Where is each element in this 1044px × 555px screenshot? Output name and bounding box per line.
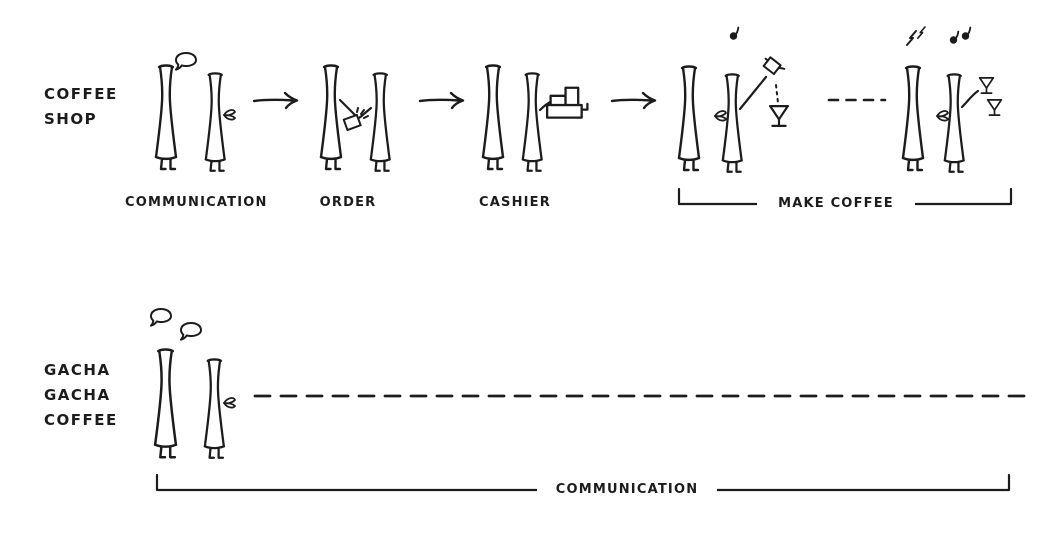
speech-bubble-icon (175, 52, 197, 71)
barista-figure-icon (721, 73, 743, 173)
pour-stream-dots (775, 84, 779, 104)
coffee-glass-icon (978, 76, 995, 95)
customer-figure-icon (154, 64, 178, 171)
speech-bubble-icon (180, 322, 202, 341)
customer-figure-icon (901, 65, 925, 172)
barista-figure-icon (203, 358, 225, 459)
scene-communication (154, 52, 236, 172)
coffee-glass-icon (769, 104, 789, 128)
row-title-line: COFFEE (44, 85, 118, 103)
gacha-timeline-dashes-icon (253, 394, 1036, 398)
cash-register-icon (546, 86, 589, 119)
apron-bow-icon (223, 397, 236, 409)
barista-figure-icon (521, 72, 543, 172)
step-label-communication: COMMUNICATION (125, 195, 268, 210)
steam-drop-icon (949, 30, 960, 44)
apron-bow-icon (714, 110, 727, 122)
apron-bow-icon (936, 110, 949, 122)
scene-make-coffee-pour (677, 26, 789, 173)
step-label-cashier: CASHIER (479, 195, 551, 210)
spark-icon (916, 26, 926, 40)
scene-gacha-communication (150, 308, 236, 459)
scene-order (319, 64, 391, 172)
barista-figure-icon (943, 73, 965, 173)
communication-bracket-label: COMMUNICATION (537, 482, 717, 498)
customer-figure-icon (481, 64, 505, 171)
barista-figure-icon (369, 72, 391, 172)
customer-figure-icon (153, 348, 178, 459)
step-label-order: ORDER (319, 195, 377, 210)
gacha-row-title: GACHA GACHA COFFEE (44, 358, 118, 433)
customer-figure-icon (319, 64, 343, 171)
apron-bow-icon (223, 109, 236, 121)
row-title-line: SHOP (44, 110, 98, 128)
scene-make-coffee-serve (901, 26, 1003, 173)
arrow-right-icon (418, 91, 465, 110)
make-coffee-bracket-label: MAKE COFFEE (757, 196, 915, 212)
barista-arm-line (357, 106, 373, 120)
coffee-shop-row-title: COFFEE SHOP (44, 82, 118, 132)
kettle-icon (760, 54, 786, 79)
row-title-line: GACHA (44, 386, 111, 404)
coffee-glass-icon (986, 98, 1003, 117)
steam-drop-icon (961, 26, 972, 40)
customer-figure-icon (677, 65, 701, 172)
row-title-line: COFFEE (44, 411, 118, 429)
steam-drop-icon (729, 26, 740, 40)
barista-arm-line (960, 89, 980, 109)
scene-gap-dashes-icon (827, 98, 887, 102)
speech-bubble-icon (150, 308, 172, 327)
order-note-icon (342, 107, 369, 132)
spark-icon (906, 30, 917, 46)
scene-cashier (481, 64, 589, 172)
customer-arm-line (338, 98, 357, 117)
barista-arm-line (738, 75, 768, 111)
barista-figure-icon (204, 72, 226, 172)
arrow-right-icon (252, 91, 299, 110)
arrow-right-icon (610, 91, 657, 110)
row-title-line: GACHA (44, 361, 111, 379)
